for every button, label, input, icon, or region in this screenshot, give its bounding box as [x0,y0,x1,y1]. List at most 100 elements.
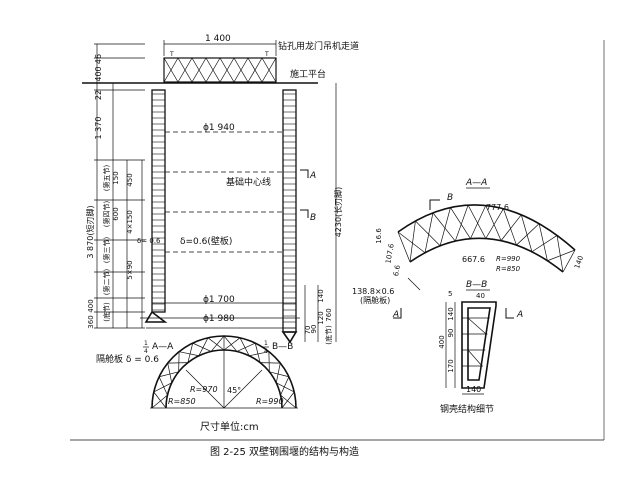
aa-truss-member [450,208,470,239]
quarter-a-label: A—A [152,342,174,352]
bb-dim-140: 140 [447,307,455,320]
bb-brace [468,350,482,366]
section-aa-left1: 16.6 [375,228,383,244]
dim-140-right: 140 [317,289,325,302]
aa-truss-member [415,221,440,246]
bb-top-dim-5: 5 [448,290,452,298]
right-bottom-segment: (底节) [324,325,333,345]
aa-truss-member [557,235,563,272]
bottom-outer-diameter: ϕ1 980 [203,314,235,324]
section-aa-b-mark: B [447,193,453,203]
ring-truss-member [276,363,280,383]
aa-truss-member [503,209,516,245]
ring-truss-member [211,336,224,351]
section-bb-a-right [506,308,514,318]
plate-dim: 138.8×0.6 [352,287,394,296]
long-cutting-edge [283,332,296,342]
plan-angle: 45° [227,386,241,395]
section-bb-title: B—B [466,280,487,290]
section-aa-inner-arc [410,238,563,272]
left-dim-ticks [94,44,145,328]
wall-plate-label: δ=0.6(壁板) [180,235,232,247]
dim-4x150: 4×150 [126,210,134,234]
aa-truss-member [468,205,486,238]
aa-truss-member [516,224,539,245]
bb-dim-170: 170 [447,359,455,372]
ring-truss-member [282,392,294,408]
dim-150: 150 [112,171,120,184]
section-aa-r2: R=850 [496,265,521,273]
fraction-a-den: 4 [144,348,148,355]
aa-truss-member [455,205,468,241]
bb-dim-400: 400 [438,335,446,348]
plan-view: 1 4 A—A 1 4 B—B 隔舱板 δ = 0.6 R=970 45° R=… [96,336,298,408]
plan-r-mid: R=970 [190,385,218,394]
section-bb-a-left-label: A [392,310,399,320]
bottom-inner-diameter: ϕ1 700 [203,295,235,305]
left-delta-label: δ= 0.6 [137,237,161,245]
ring-truss-member [152,395,167,408]
center-line-label: 基础中心线 [226,176,271,188]
unit-note: 尺寸单位:cm [200,420,259,433]
aa-truss-member [486,209,504,239]
segment-5-label: (第五节) [102,165,111,192]
fraction-b-num: 1 [264,340,268,347]
ring-truss-member [208,338,224,350]
plate-label: (隔舱板) [360,295,390,305]
section-aa-b-arrow [430,200,440,210]
plan-r-inner: R=850 [168,397,196,406]
section-aa-title: A—A [465,178,487,188]
section-aa-dim-inner: 667.6 [462,255,485,264]
dim-400-bottom: 400 [87,299,95,312]
plan-r-outer: R=990 [256,397,284,406]
gantry-truss [164,58,276,82]
bulkhead-label: 隔舱板 δ = 0.6 [96,353,159,365]
dim-1370: 1 370 [94,117,103,140]
section-bb-view: B—B A A 5 40 400 170 90 140 140 钢壳结构细节 [392,280,523,415]
top-width-label: 1 400 [205,34,231,44]
dim-600: 600 [112,207,120,220]
aa-truss-member [440,208,450,246]
truss-diagonals [164,58,276,82]
dim-450: 450 [126,173,134,186]
platform-label: 施工平台 [290,68,326,80]
dim-360: 360 [87,315,95,328]
bottom-segment-label: (底节) [102,302,111,322]
quarter-b-label: B—B [272,342,293,352]
dim-400-top: 400 [94,66,103,81]
ring-truss-member [168,363,172,383]
rail-mark: T [264,51,269,58]
segment-2-label: (第二节) [102,269,111,296]
section-bb-a-right-label: A [516,310,523,320]
plate-leader [408,278,420,290]
right-wall-bracing [283,94,296,328]
rail-mark: T [169,51,174,58]
inner-diameter-label: ϕ1 940 [203,123,235,133]
left-wall-bracing [152,94,165,310]
section-aa-end [563,250,575,272]
aa-truss-member [532,235,557,251]
section-aa-dim-top: 777.6 [486,203,509,212]
ring-truss-member [224,336,237,351]
section-b-label: B [310,213,316,223]
section-aa-right: 140 [573,255,585,270]
segment-3-label: (第三节) [102,237,111,264]
section-aa-r1: R=990 [496,255,521,263]
segment-joints [165,132,283,252]
left-double-wall [152,90,165,312]
dim-3870-short-edge: 3 870(短刃脚) [85,205,95,258]
dim-22: 22 [94,90,103,100]
ring-truss-member [154,392,166,408]
figure-caption: 图 2-25 双壁钢围堰的结构与构造 [210,445,359,458]
bb-brace [468,318,486,334]
walkway-label: 钻孔用龙门吊机走道 [278,40,359,52]
ring-truss-member [224,338,240,350]
bb-bottom-dim: 140 [466,385,481,394]
dim-90-right: 90 [310,325,318,334]
short-cutting-edge [146,312,165,322]
section-b-mark [300,210,308,218]
section-a-label: A [309,171,316,181]
dim-4230-long-edge: 4230(长刃脚) [333,187,343,238]
